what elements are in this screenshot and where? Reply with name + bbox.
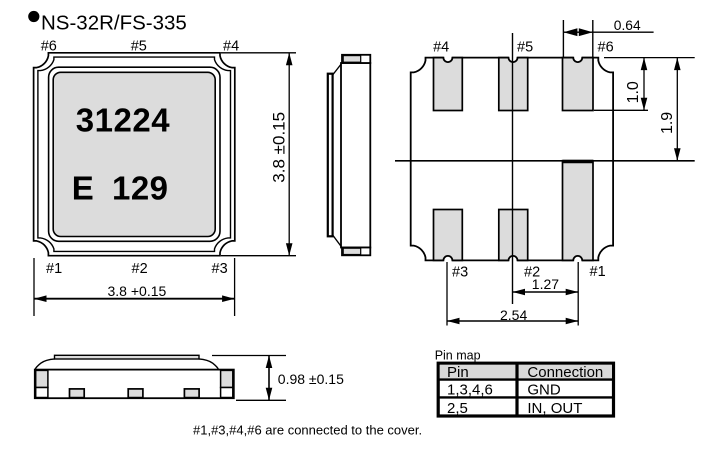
svg-text:NS-32R/FS-335: NS-32R/FS-335 [41, 11, 187, 34]
svg-text:Pin: Pin [447, 364, 469, 381]
svg-text:#3: #3 [452, 265, 468, 281]
svg-text:#1,#3,#4,#6 are connected to t: #1,#3,#4,#6 are connected to the cover. [193, 423, 422, 438]
svg-text:GND: GND [527, 381, 561, 398]
svg-text:Pin map: Pin map [435, 349, 481, 363]
svg-text:31224: 31224 [76, 102, 170, 139]
svg-text:0.64: 0.64 [614, 18, 641, 33]
svg-text:#1: #1 [590, 264, 606, 280]
svg-text:2,5: 2,5 [447, 400, 468, 417]
svg-text:1.9: 1.9 [659, 112, 676, 134]
svg-text:Connection: Connection [527, 364, 603, 381]
svg-text:#4: #4 [433, 40, 449, 56]
svg-text:#5: #5 [131, 39, 147, 55]
svg-text:#2: #2 [524, 265, 540, 281]
svg-text:#6: #6 [598, 40, 614, 56]
svg-text:2.54: 2.54 [500, 307, 527, 323]
svg-text:#2: #2 [132, 261, 148, 277]
svg-text:IN, OUT: IN, OUT [527, 400, 582, 417]
svg-text:1,3,4,6: 1,3,4,6 [447, 381, 493, 398]
svg-text:#4: #4 [223, 39, 239, 55]
svg-text:#5: #5 [517, 40, 533, 56]
svg-text:0.98 ±0.15: 0.98 ±0.15 [278, 371, 344, 387]
svg-text:1.0: 1.0 [625, 81, 642, 103]
svg-text:#3: #3 [212, 261, 228, 277]
svg-text:#1: #1 [46, 261, 62, 277]
svg-text:#6: #6 [41, 39, 57, 55]
svg-text:3.8 +0.15: 3.8 +0.15 [108, 283, 167, 299]
svg-text:3.8 ±0.15: 3.8 ±0.15 [269, 112, 288, 183]
svg-text:1.27: 1.27 [532, 276, 559, 292]
svg-text:E 129: E 129 [72, 170, 169, 207]
